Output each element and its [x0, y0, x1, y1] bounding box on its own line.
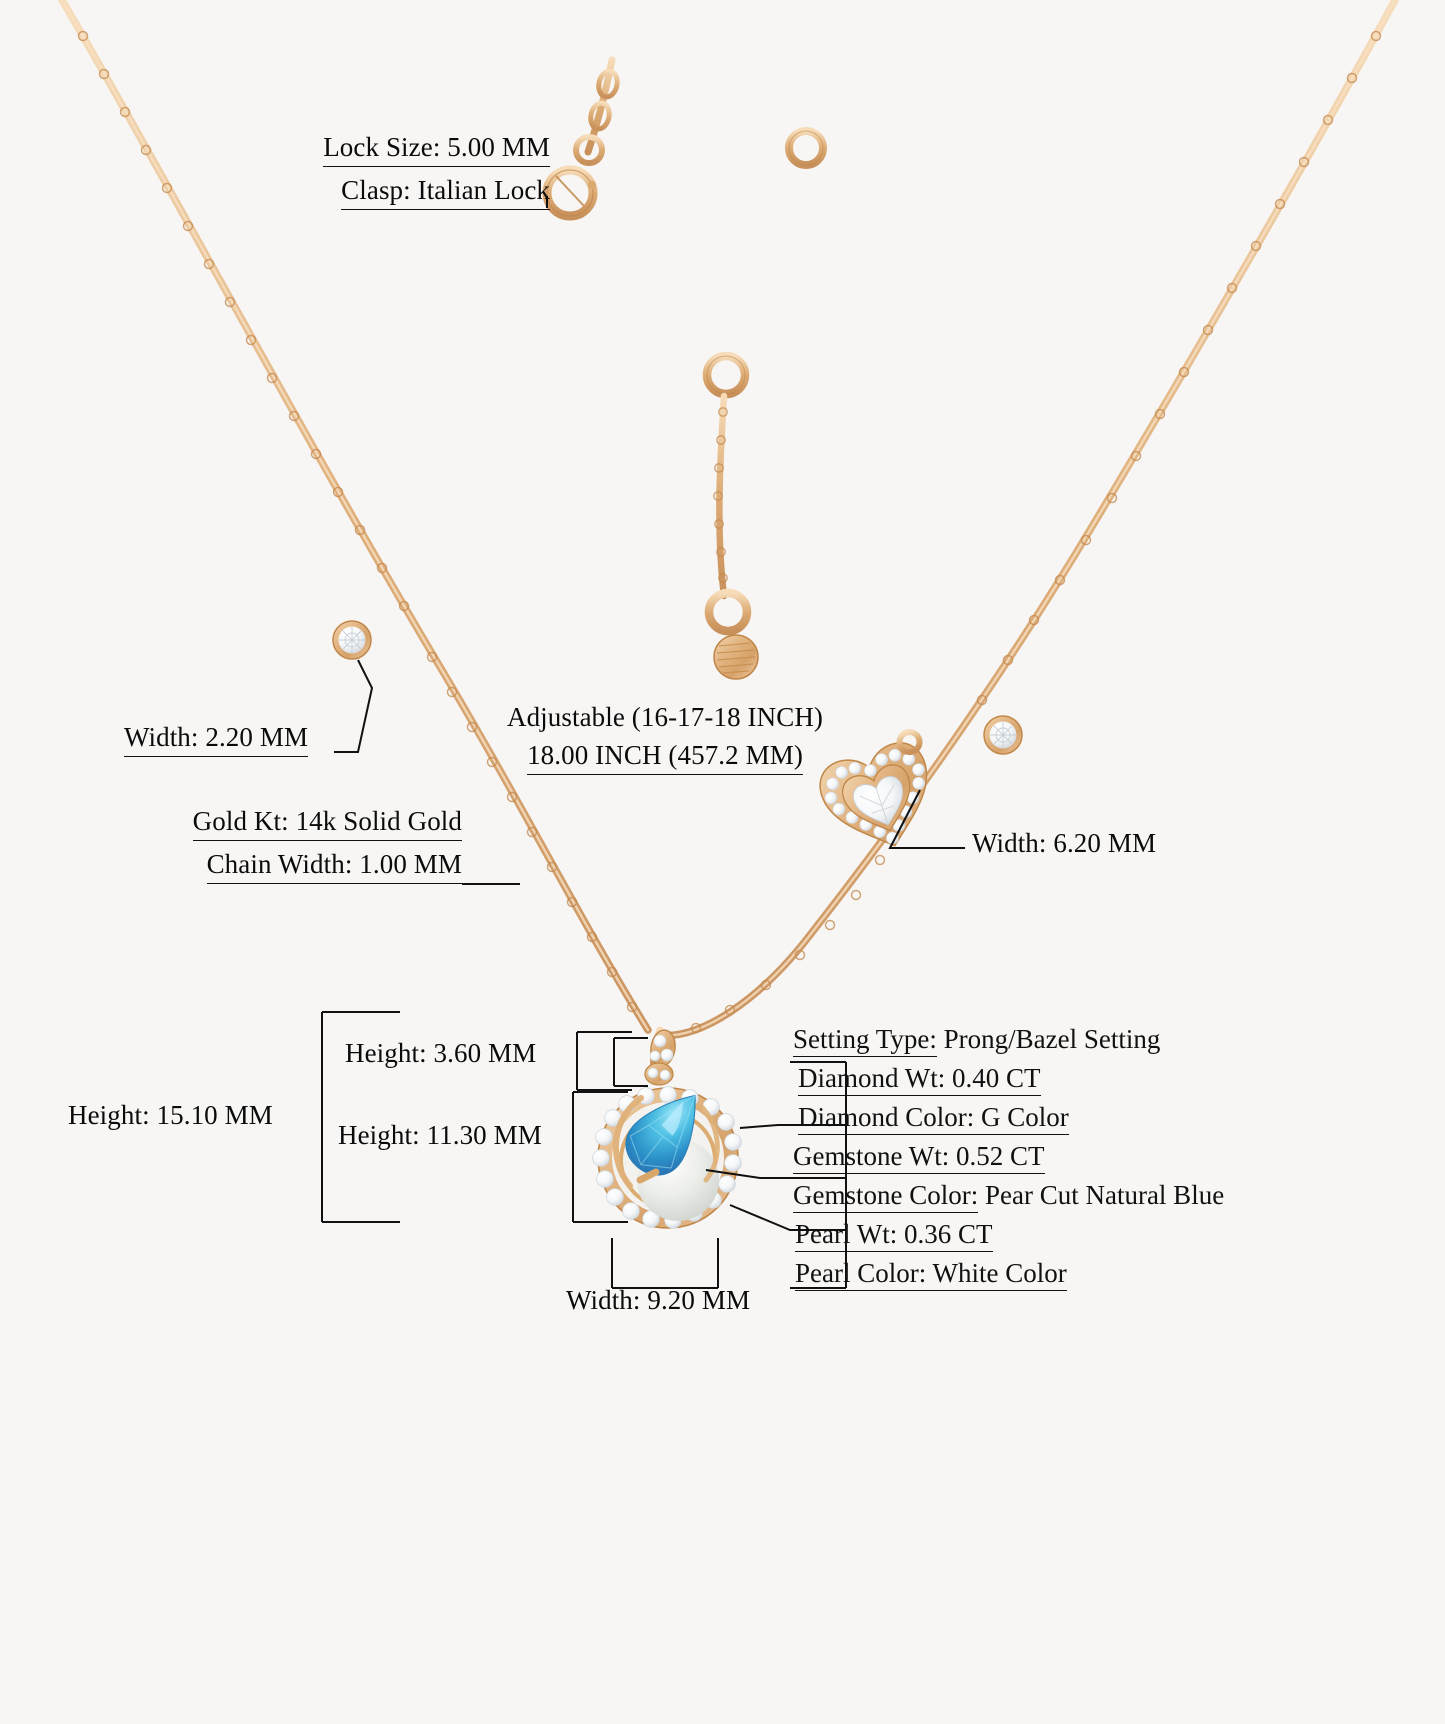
chain-width-label: Chain Width: 1.00 MM — [206, 849, 462, 884]
metal-callout: Gold Kt: 14k Solid Gold Chain Width: 1.0… — [100, 806, 462, 884]
gold-kt-label: Gold Kt: 14k Solid Gold — [192, 806, 462, 841]
spec-row: Pearl Wt: 0.36 CT — [795, 1221, 993, 1252]
spec-label-6: Pearl Color: — [795, 1258, 927, 1288]
spec-label-1: Diamond Wt: — [798, 1063, 946, 1093]
spec-value-6: White Color — [932, 1258, 1067, 1288]
bail-height-callout: Height: 3.60 MM — [345, 1038, 536, 1070]
spec-value-1: 0.40 CT — [951, 1063, 1041, 1093]
pendant-bail — [644, 1026, 676, 1086]
pendant-width-label: Width: 9.20 MM — [566, 1285, 751, 1315]
length-callout: Adjustable (16-17-18 INCH) 18.00 INCH (4… — [480, 702, 850, 775]
spec-label-3: Gemstone Wt: — [793, 1141, 950, 1171]
spec-value-3: 0.52 CT — [955, 1141, 1045, 1171]
pendant-height-callout: Height: 11.30 MM — [338, 1120, 542, 1152]
lock-size-label: Lock Size: 5.00 MM — [323, 132, 550, 167]
length-label: 18.00 INCH (457.2 MM) — [527, 740, 803, 775]
main-pendant — [592, 1026, 742, 1229]
spec-value-0: Prong/Bazel Setting — [943, 1024, 1161, 1054]
clasp-label: Clasp: Italian Lock — [341, 175, 550, 210]
spec-value-2: G Color — [981, 1102, 1069, 1132]
spec-label-5: Pearl Wt: — [795, 1219, 898, 1249]
spec-row-underline-1: Diamond Wt: 0.40 CT — [798, 1065, 1041, 1096]
total-height-callout: Height: 15.10 MM — [68, 1100, 273, 1132]
spec-label-2: Diamond Color: — [798, 1102, 975, 1132]
chain-right — [656, 0, 1399, 1040]
spec-row-underline-2: Diamond Color: G Color — [798, 1104, 1069, 1135]
chain-left — [58, 0, 652, 1034]
pendant-height-label: Height: 11.30 MM — [338, 1120, 542, 1150]
heart-width-label: Width: 6.20 MM — [972, 828, 1157, 858]
clasp-callout: Lock Size: 5.00 MM Clasp: Italian Lock — [190, 132, 550, 210]
spec-value-4: Pear Cut Natural Blue — [984, 1180, 1225, 1210]
italian-lock-clasp — [542, 56, 620, 221]
adjustable-label: Adjustable (16-17-18 INCH) — [506, 702, 824, 732]
spec-row: Diamond Color: G Color — [798, 1104, 1069, 1135]
extender-chain — [702, 127, 827, 680]
spec-row: Setting Type: Prong/Bazel Setting — [793, 1026, 1160, 1057]
spec-row-underline-5: Pearl Wt: 0.36 CT — [795, 1221, 993, 1252]
bezel-width-label: Width: 2.20 MM — [124, 722, 309, 757]
spec-row-underline-3: Gemstone Wt: 0.52 CT — [793, 1143, 1045, 1174]
spec-row: Diamond Wt: 0.40 CT — [798, 1065, 1041, 1096]
spec-label-0: Setting Type: — [793, 1026, 937, 1057]
bezel-diamond-left — [332, 620, 372, 660]
pendant-width-callout: Width: 9.20 MM — [566, 1285, 750, 1317]
bail-height-label: Height: 3.60 MM — [345, 1038, 537, 1068]
bezel-width-callout: Width: 2.20 MM — [124, 722, 309, 757]
heart-width-callout: Width: 6.20 MM — [972, 828, 1156, 860]
blue-pear-gemstone — [625, 1094, 696, 1176]
spec-label-4: Gemstone Color: — [793, 1182, 979, 1213]
spec-row-underline-6: Pearl Color: White Color — [795, 1260, 1067, 1291]
bezel-diamond-right — [983, 715, 1023, 755]
spec-row: Gemstone Color: Pear Cut Natural Blue — [793, 1182, 1224, 1213]
spec-row: Gemstone Wt: 0.52 CT — [793, 1143, 1045, 1174]
spec-row: Pearl Color: White Color — [795, 1260, 1067, 1291]
spec-value-5: 0.36 CT — [903, 1219, 993, 1249]
total-height-label: Height: 15.10 MM — [68, 1100, 273, 1130]
